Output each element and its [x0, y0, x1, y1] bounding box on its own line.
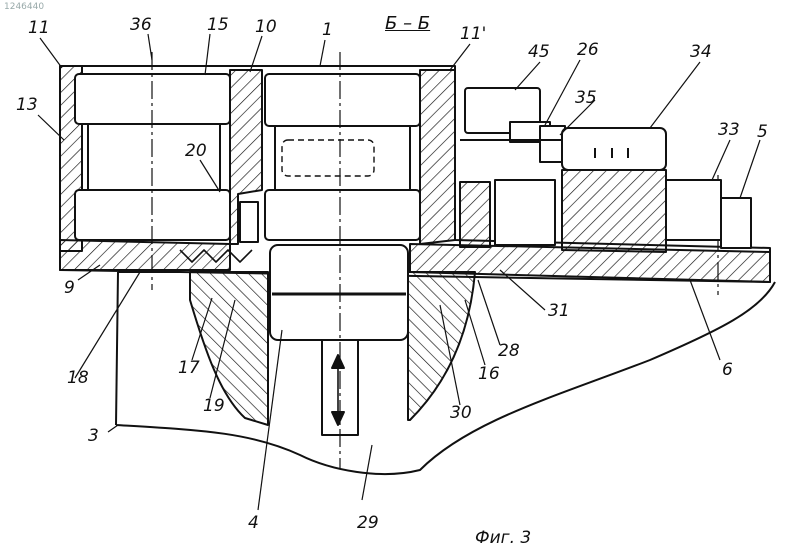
label-11-prime: 11' [460, 26, 486, 43]
label-16: 16 [478, 366, 500, 383]
lower-housing-right-hatch [408, 272, 475, 420]
label-4: 4 [248, 515, 259, 532]
bearing-lower-right [265, 190, 420, 240]
figure-caption: Фиг. 3 [475, 530, 531, 547]
label-17: 17 [178, 360, 200, 377]
label-35: 35 [575, 90, 597, 107]
part-31 [495, 180, 555, 245]
label-3: 3 [88, 428, 99, 445]
part-33 [666, 180, 721, 240]
label-34: 34 [690, 44, 712, 61]
block-34 [562, 128, 666, 170]
stamp-number: 1246440 [4, 3, 44, 12]
label-5: 5 [757, 124, 768, 141]
label-15: 15 [207, 17, 229, 34]
label-10: 10 [255, 19, 277, 36]
label-33: 33 [718, 122, 740, 139]
label-26: 26 [577, 42, 599, 59]
section-title: Б – Б [385, 15, 430, 33]
hatched-block [562, 170, 666, 252]
part-20 [240, 202, 258, 242]
label-28: 28 [498, 343, 520, 360]
label-45: 45 [528, 44, 550, 61]
label-13: 13 [16, 97, 38, 114]
label-1: 1 [322, 22, 333, 39]
right-wall-hatch [420, 70, 455, 244]
bottom-plate-hatch [60, 240, 230, 270]
label-11: 11 [28, 20, 50, 37]
part-28 [460, 182, 490, 247]
lower-housing-left-hatch [190, 272, 268, 425]
label-9: 9 [64, 280, 75, 297]
label-6: 6 [722, 362, 733, 379]
label-29: 29 [357, 515, 379, 532]
label-36: 36 [130, 17, 152, 34]
bearing-upper-right [265, 74, 420, 126]
part-5 [721, 198, 751, 248]
label-31: 31 [548, 303, 570, 320]
label-19: 19 [203, 398, 225, 415]
label-20: 20 [185, 143, 207, 160]
label-18: 18 [67, 370, 89, 387]
label-30: 30 [450, 405, 472, 422]
dashed-insert [282, 140, 374, 176]
